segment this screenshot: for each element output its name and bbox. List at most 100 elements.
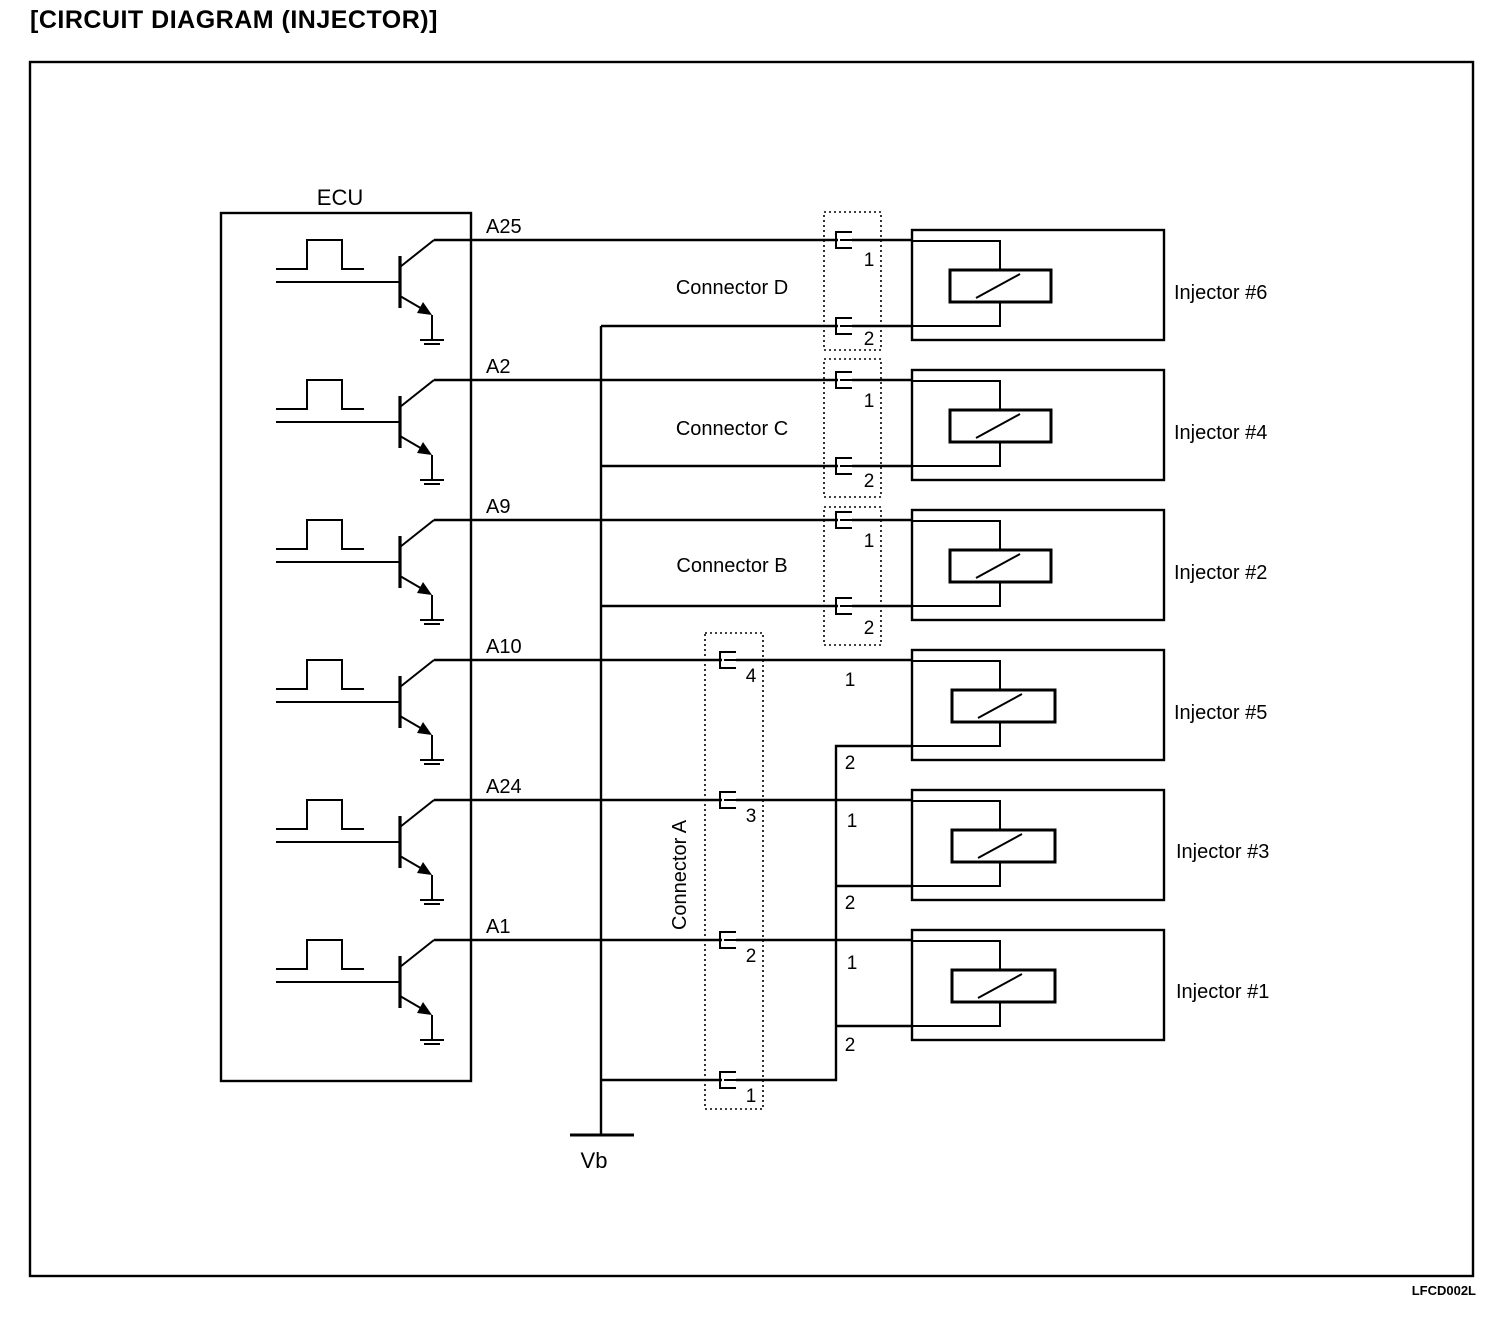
ecu-driver-stage	[276, 239, 444, 345]
injector-terminal-1-lead	[912, 240, 1001, 270]
injector-terminal-2-lead	[912, 442, 1001, 467]
coil-winding-icon	[975, 413, 1021, 439]
connector-b-housing	[823, 506, 882, 646]
connector-terminal-icon	[719, 791, 736, 809]
collector-lead	[399, 379, 435, 408]
injector-body	[910, 228, 1166, 342]
injector	[910, 928, 1166, 1042]
connector-terminal-icon	[835, 511, 852, 529]
injector-body	[910, 788, 1166, 902]
coil-winding-icon	[977, 833, 1023, 859]
connector-a-pin: 1	[746, 1086, 757, 1107]
injector-5-terminal: 1	[845, 670, 856, 691]
injector	[910, 788, 1166, 902]
connector-a-pin: 2	[746, 946, 757, 967]
connector-terminal-icon	[835, 371, 852, 389]
collector-lead	[399, 519, 435, 548]
figure-id: LFCD002L	[1411, 1283, 1476, 1298]
injector-terminal-1-lead	[912, 940, 1001, 970]
vb-label: Vb	[581, 1148, 608, 1173]
injector-label: Injector #5	[1174, 702, 1267, 724]
ecu-driver-stage	[276, 659, 444, 765]
connector-d-pin: 2	[864, 329, 875, 350]
collector-lead	[399, 239, 435, 268]
ecu-pin-label: A25	[486, 216, 522, 238]
connector-terminal-icon	[719, 1071, 736, 1089]
pulse-signal-icon	[276, 939, 364, 970]
coil-winding-icon	[975, 273, 1021, 299]
common-return-wire	[736, 744, 912, 1082]
ecu-pin-label: A10	[486, 636, 522, 658]
ecu-pin-label: A24	[486, 776, 522, 798]
injector-coil-icon	[948, 408, 1053, 444]
injector-terminal-2-lead	[912, 722, 1001, 747]
ecu-pin-label: A2	[486, 356, 510, 378]
ecu-driver-stage	[276, 519, 444, 625]
injector-coil-icon	[950, 828, 1057, 864]
emitter-arrow-icon	[417, 442, 432, 455]
coil-winding-icon	[977, 693, 1023, 719]
injector-label: Injector #2	[1174, 562, 1267, 584]
connector-terminal-icon	[835, 231, 852, 249]
injector-3-terminal: 1	[847, 811, 858, 832]
connector-a-pin: 4	[746, 666, 757, 687]
connector-terminal-icon	[835, 457, 852, 475]
emitter-arrow-icon	[417, 302, 432, 315]
harness-wires	[434, 228, 1166, 1135]
pulse-signal-icon	[276, 659, 364, 690]
pulse-signal-icon	[276, 519, 364, 550]
injector-label: Injector #1	[1176, 981, 1269, 1003]
connector-c-housing	[823, 358, 882, 498]
injector-terminal-2-lead	[912, 582, 1001, 607]
injector-label: Injector #3	[1176, 841, 1269, 863]
ecu-pin-label: A1	[486, 916, 510, 938]
pulse-signal-icon	[276, 379, 364, 410]
connector-terminal-icon	[719, 651, 736, 669]
injector-body	[910, 648, 1166, 762]
coil-winding-icon	[975, 553, 1021, 579]
injector-coil-icon	[950, 688, 1057, 724]
connector-a-label: Connector A	[669, 819, 691, 930]
injector-label: Injector #4	[1174, 422, 1267, 444]
connector-c-label: Connector C	[676, 418, 788, 440]
connector-terminal-icon	[719, 931, 736, 949]
injector-body	[910, 368, 1166, 482]
connector-terminal-icon	[835, 597, 852, 615]
collector-lead	[399, 799, 435, 828]
ecu-driver-stage	[276, 379, 444, 485]
ecu-driver-stage	[276, 799, 444, 905]
ecu-drivers	[276, 239, 444, 1045]
injector-terminal-2-lead	[912, 302, 1001, 327]
collector-lead	[399, 939, 435, 968]
connector-d-housing	[823, 211, 882, 351]
injector-terminal-2-lead	[912, 1002, 1001, 1027]
injector	[910, 648, 1166, 762]
injector-terminal-1-lead	[912, 520, 1001, 550]
ecu-box	[219, 211, 473, 1083]
injector-1-terminal: 2	[845, 1035, 856, 1056]
diagram-frame	[28, 60, 1475, 1278]
injector	[910, 508, 1166, 622]
ecu-pin-label: A9	[486, 496, 510, 518]
injector-5-terminal: 2	[845, 753, 856, 774]
connector-c-pin: 1	[864, 391, 875, 412]
injector-1-terminal: 1	[847, 953, 858, 974]
connector-b-pin: 1	[864, 531, 875, 552]
emitter-arrow-icon	[417, 582, 432, 595]
page-title: [CIRCUIT DIAGRAM (INJECTOR)]	[30, 6, 438, 34]
emitter-arrow-icon	[417, 722, 432, 735]
injector-terminal-2-lead	[912, 862, 1001, 887]
connector-b-label: Connector B	[676, 555, 787, 577]
injector-coil-icon	[950, 968, 1057, 1004]
injector-coil-icon	[948, 268, 1053, 304]
ecu-label: ECU	[317, 185, 363, 210]
coil-winding-icon	[977, 973, 1023, 999]
connector-a-housing	[704, 632, 764, 1110]
injector-label: Injector #6	[1174, 282, 1267, 304]
pulse-signal-icon	[276, 799, 364, 830]
emitter-arrow-icon	[417, 862, 432, 875]
emitter-arrow-icon	[417, 1002, 432, 1015]
connector-c-pin: 2	[864, 471, 875, 492]
pulse-signal-icon	[276, 239, 364, 270]
